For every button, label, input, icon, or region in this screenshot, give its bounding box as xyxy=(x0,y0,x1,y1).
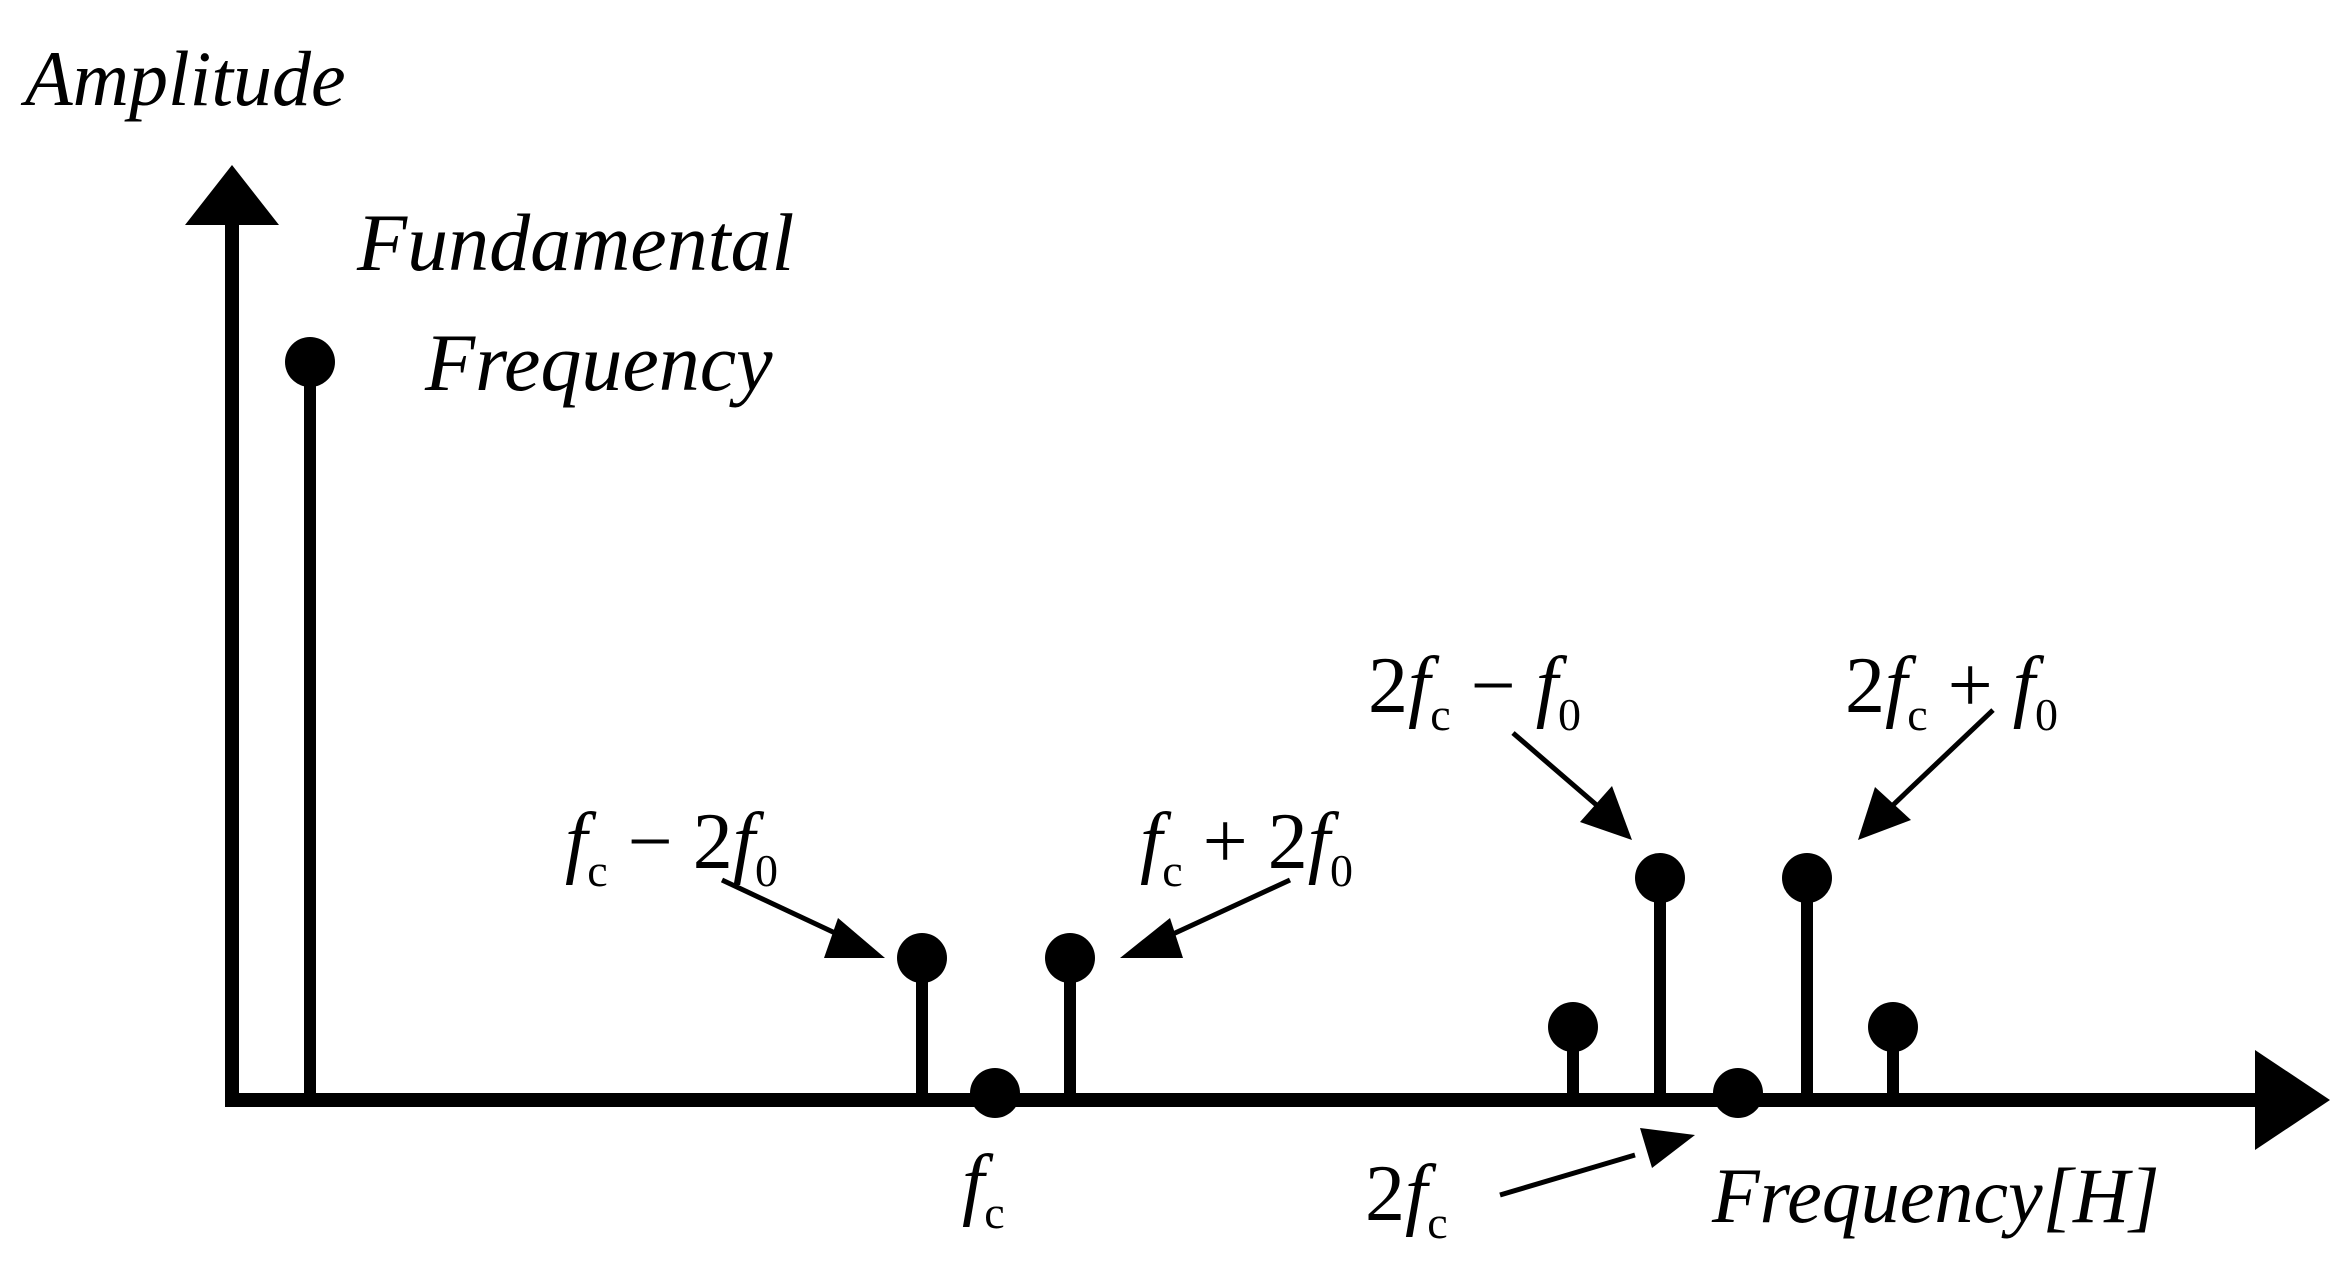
arrow-2fc-plus-f0-head xyxy=(1858,787,1911,840)
dot-2fc xyxy=(1713,1068,1763,1118)
arrow-fc-plus-2f0-head xyxy=(1120,918,1183,958)
arrow-2fc-minus-f0 xyxy=(1511,731,1602,810)
stem-2fc-plus-3f0-dot xyxy=(1868,1002,1918,1052)
y-axis-arrowhead xyxy=(185,165,279,225)
x-axis-arrowhead xyxy=(2255,1050,2330,1150)
stem-2fc-minus-3f0-dot xyxy=(1548,1002,1598,1052)
y-axis-label: Amplitude xyxy=(20,35,346,122)
stem-2fc-minus-f0-dot xyxy=(1635,853,1685,903)
label-2fc-minus-f0: 2fc − f0 xyxy=(1368,642,1581,740)
label-fc-plus-2f0: fc + 2f0 xyxy=(1140,798,1353,896)
arrow-2fc-minus-f0-head xyxy=(1580,786,1632,840)
spectral-lines xyxy=(285,337,1918,1118)
dot-fc xyxy=(970,1068,1020,1118)
arrow-2fc-plus-f0 xyxy=(1891,708,1995,807)
label-fc: fc xyxy=(962,1140,1005,1238)
stem-fc-plus-2f0-dot xyxy=(1045,933,1095,983)
arrow-fc-minus-2f0-head xyxy=(824,918,885,958)
fundamental-label-line2: Frequency xyxy=(424,317,773,408)
label-2fc: 2fc xyxy=(1365,1150,1448,1248)
axes xyxy=(185,165,2330,1150)
stem-fundamental-dot xyxy=(285,337,335,387)
arrow-fc-minus-2f0 xyxy=(720,877,852,943)
fundamental-label-line1: Fundamental xyxy=(356,197,794,288)
x-axis-label: Frequency[H] xyxy=(1711,1152,2160,1239)
arrow-2fc xyxy=(1499,1152,1636,1198)
stem-fc-minus-2f0-dot xyxy=(897,933,947,983)
label-2fc-plus-f0: 2fc + f0 xyxy=(1845,642,2058,740)
label-fc-minus-2f0: fc − 2f0 xyxy=(565,798,778,896)
annotation-arrows xyxy=(720,708,1995,1198)
arrow-2fc-head xyxy=(1640,1128,1695,1168)
arrow-fc-plus-2f0 xyxy=(1158,877,1292,943)
stem-2fc-plus-f0-dot xyxy=(1782,853,1832,903)
